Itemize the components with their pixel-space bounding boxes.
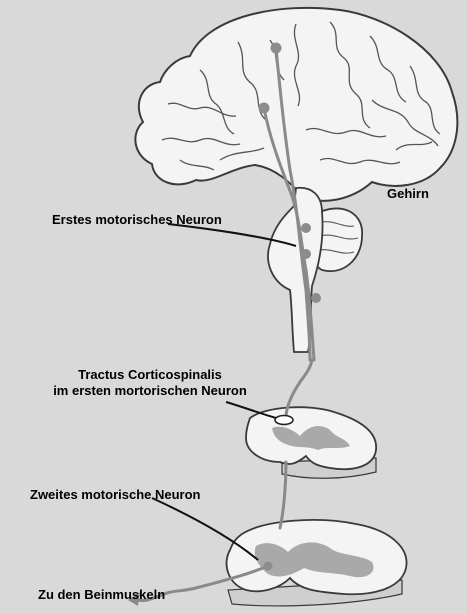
second-motor-neuron-label: Zweites motorische Neuron [30,487,200,502]
neuron-cell-body [311,293,321,303]
spinal-cord-section-lower [227,520,407,606]
tract-label-line2: im ersten mortorischen Neuron [20,383,280,398]
first-motor-neuron-label: Erstes motorisches Neuron [52,212,222,227]
neuron-cell-body [301,249,311,259]
neuron-cell-body [271,43,282,54]
tract-label-line1: Tractus Corticospinalis [20,367,280,382]
brain-label: Gehirn [387,186,429,201]
neuron-cell-body [259,103,270,114]
spinal-cord-section-upper [246,407,376,478]
neuron-cell-body [264,562,273,571]
tract-marker [275,416,293,425]
brain-cerebrum [135,8,457,201]
neuron-cell-body [301,223,311,233]
leg-muscles-label: Zu den Beinmuskeln [38,587,165,602]
